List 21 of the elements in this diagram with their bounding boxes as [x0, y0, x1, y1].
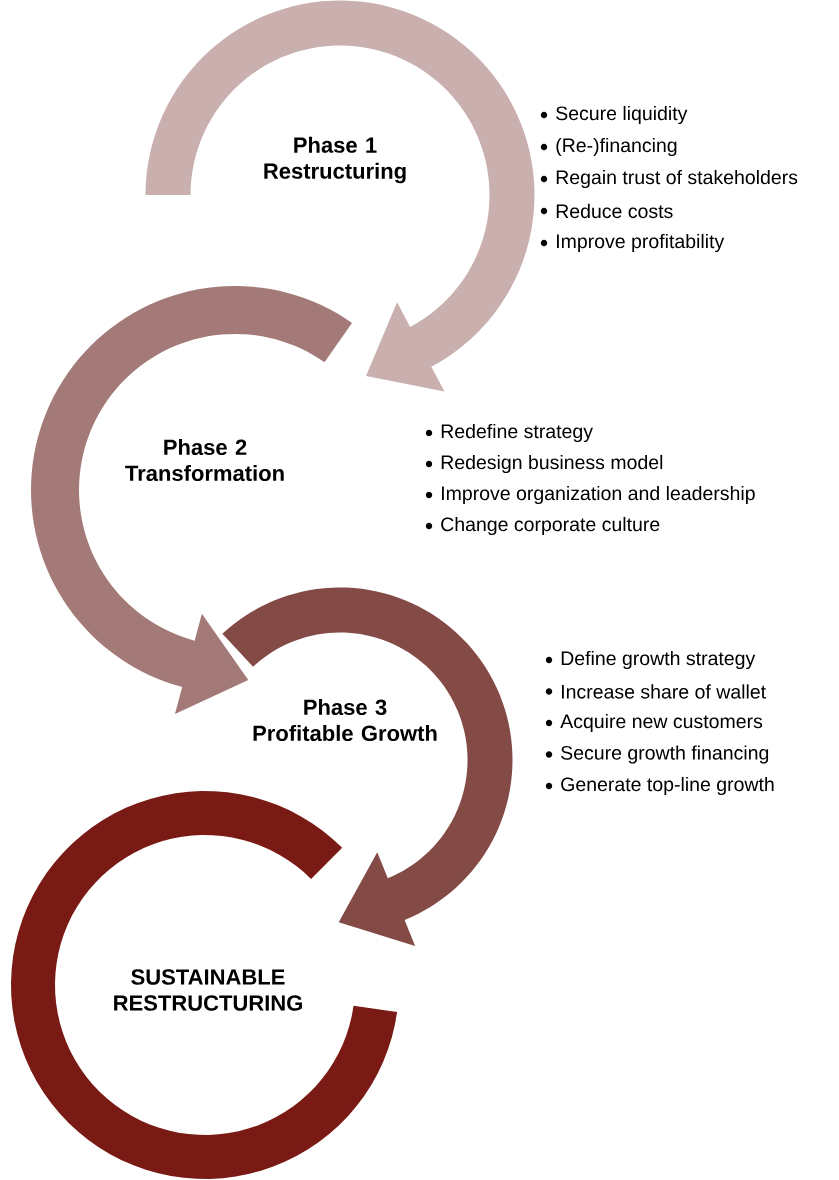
bullet-item: Redefine strategy [441, 423, 593, 443]
bullet-item: Define growth strategy [561, 650, 756, 670]
bullet-item: Acquire new customers [560, 713, 763, 733]
bullet-item: Regain trust of stakeholders [556, 169, 798, 189]
bullet-item: Improve profitability [557, 233, 725, 253]
circular-arrow [222, 587, 513, 946]
circular-arrow [31, 286, 352, 715]
phase-label: Phase 2 Transformation [125, 438, 284, 482]
bullet-item: Secure liquidity [556, 105, 688, 125]
bullet-item: Generate top-line growth [561, 776, 774, 796]
phase-label: Phase 3 Profitable Growth [253, 698, 437, 742]
phase-label: SUSTAINABLE RESTRUCTURING [114, 969, 302, 1011]
bullet-item: (Re-)financing [556, 137, 677, 157]
bullet-item: Increase share of wallet [562, 684, 766, 699]
bullet-item: Reduce costs [556, 203, 673, 219]
bullet-item: Secure growth financing [561, 745, 769, 764]
phase-label: Phase 1 Restructuring [264, 136, 406, 184]
bullet-item: Change corporate culture [441, 516, 660, 536]
bullet-item: Redesign business model [441, 454, 663, 474]
circular-arrow [145, 0, 535, 392]
bullet-item: Improve organization and leadership [442, 485, 755, 505]
